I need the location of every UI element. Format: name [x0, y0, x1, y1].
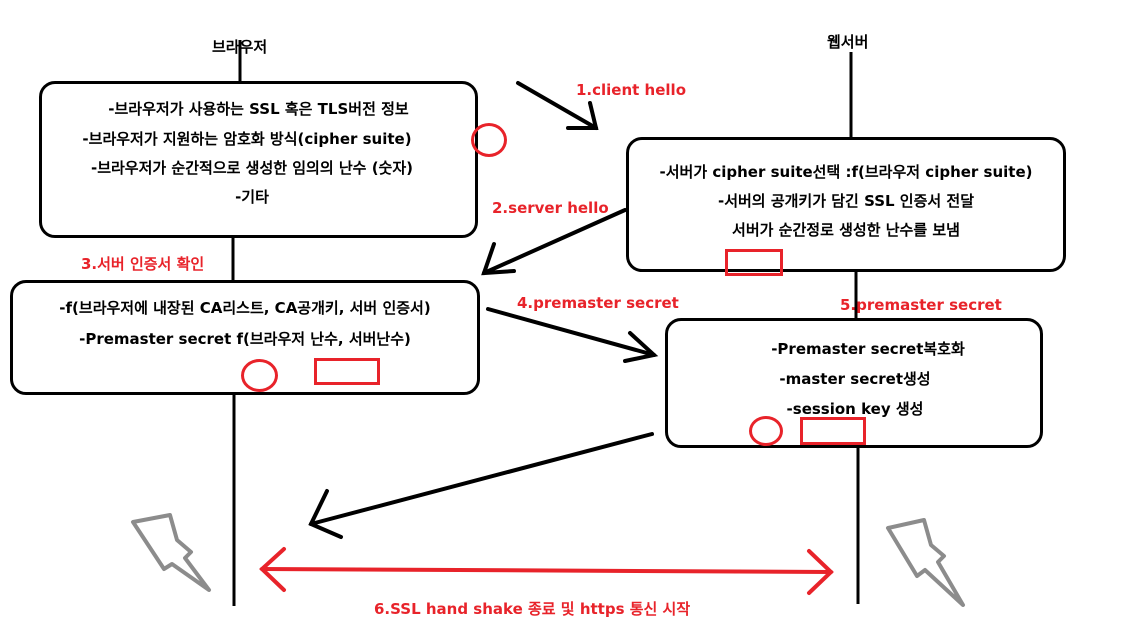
server-hello-line: -서버가 cipher suite선택 :f(브라우저 cipher suite…	[659, 163, 1033, 181]
verify-line: -Premaster secret f(브라우저 난수, 서버난수)	[79, 330, 411, 348]
browser-actor-label: 브라우저	[212, 38, 268, 56]
step-4-label: 4.premaster secret	[517, 294, 679, 312]
step-3-label: 3.서버 인증서 확인	[81, 255, 205, 273]
arrow-session-ready	[308, 432, 654, 539]
server-key-line: -master secret생성	[779, 370, 931, 388]
step-1-label: 1.client hello	[576, 81, 686, 99]
verify-line: -f(브라우저에 내장된 CA리스트, CA공개키, 서버 인증서)	[59, 299, 431, 317]
step-6-label: 6.SSL hand shake 종료 및 https 통신 시작	[374, 600, 691, 618]
server-key-line: -Premaster secret복호화	[771, 340, 965, 358]
server-hello-line: -서버의 공개키가 담긴 SSL 인증서 전달	[717, 192, 975, 210]
step-5-label: 5.premaster secret	[840, 296, 1002, 314]
highlight-circle	[471, 123, 507, 157]
server-key-box: -Premaster secret복호화 -master secret생성 -s…	[665, 318, 1043, 448]
server-actor-label: 웹서버	[827, 33, 869, 51]
lightning-icon	[131, 513, 211, 592]
client-hello-box: -브라우저가 사용하는 SSL 혹은 TLS버전 정보 -브라우저가 지원하는 …	[39, 81, 478, 238]
highlight-rect	[725, 249, 783, 276]
client-hello-line: -브라우저가 사용하는 SSL 혹은 TLS버전 정보	[108, 100, 409, 118]
server-hello-box: -서버가 cipher suite선택 :f(브라우저 cipher suite…	[626, 137, 1066, 272]
server-hello-line: 서버가 순간정로 생성한 난수를 보냄	[732, 221, 960, 239]
client-hello-line: -브라우저가 지원하는 암호화 방식(cipher suite)	[82, 130, 412, 148]
highlight-circle	[749, 416, 783, 446]
client-hello-line: -기타	[235, 188, 269, 206]
highlight-rect	[314, 358, 380, 385]
server-key-line: -session key 생성	[786, 400, 924, 418]
arrow-https-communication	[259, 547, 834, 595]
step-2-label: 2.server hello	[492, 199, 609, 217]
highlight-circle	[241, 359, 278, 392]
lightning-icon	[886, 518, 965, 607]
arrow-server-hello	[481, 208, 627, 276]
arrow-client-hello	[516, 81, 599, 130]
client-hello-line: -브라우저가 순간적으로 생성한 임의의 난수 (숫자)	[90, 159, 414, 177]
highlight-rect	[800, 417, 866, 445]
arrow-premaster-secret	[486, 307, 659, 363]
